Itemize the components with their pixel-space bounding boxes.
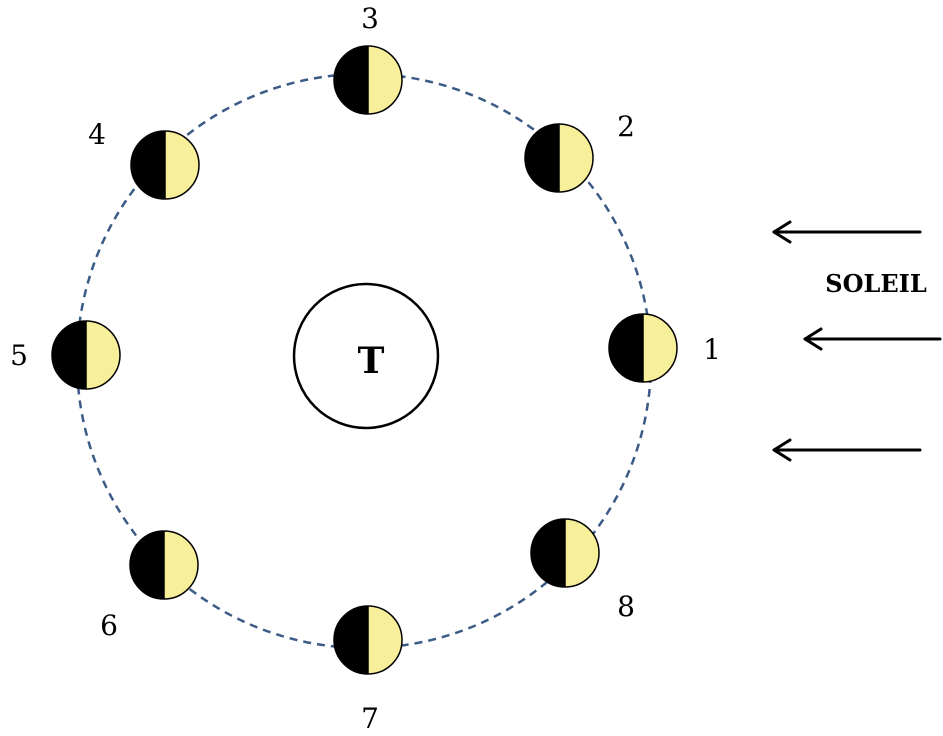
earth: T bbox=[292, 282, 440, 430]
moon-5-label: 5 bbox=[10, 339, 28, 372]
sunlight-arrow-bottom bbox=[772, 438, 922, 462]
moon-7-dark-half bbox=[334, 606, 368, 674]
moon-3-lit-half bbox=[368, 46, 402, 114]
moon-7-label: 7 bbox=[361, 702, 379, 735]
moon-1-label: 1 bbox=[703, 333, 721, 366]
moon-2 bbox=[524, 123, 594, 193]
earth-label: T bbox=[358, 340, 385, 382]
moon-8-label: 8 bbox=[617, 590, 635, 623]
sunlight-arrow-middle bbox=[803, 327, 942, 351]
moon-4-label: 4 bbox=[88, 118, 106, 151]
moon-3-label: 3 bbox=[361, 2, 379, 35]
moon-2-label: 2 bbox=[617, 110, 635, 143]
moon-7-lit-half bbox=[368, 606, 402, 674]
moon-8-lit-half bbox=[565, 519, 599, 587]
moon-5-lit-half bbox=[86, 321, 120, 389]
moon-4-dark-half bbox=[131, 131, 165, 199]
moon-7 bbox=[333, 605, 403, 675]
sun-label: SOLEIL bbox=[825, 269, 927, 298]
moon-1-lit-half bbox=[643, 314, 677, 382]
moon-6-label: 6 bbox=[100, 609, 118, 642]
moon-6-dark-half bbox=[130, 531, 164, 599]
moon-5 bbox=[51, 320, 121, 390]
moon-4 bbox=[130, 130, 200, 200]
moon-1-dark-half bbox=[609, 314, 643, 382]
moon-2-dark-half bbox=[525, 124, 559, 192]
moon-8-dark-half bbox=[531, 519, 565, 587]
moon-1 bbox=[608, 313, 678, 383]
earth-circle bbox=[292, 282, 440, 430]
moon-6 bbox=[129, 530, 199, 600]
moon-3-dark-half bbox=[334, 46, 368, 114]
moon-2-lit-half bbox=[559, 124, 593, 192]
moon-4-lit-half bbox=[165, 131, 199, 199]
moon-5-dark-half bbox=[52, 321, 86, 389]
moon-3 bbox=[333, 45, 403, 115]
sunlight-arrow-top bbox=[772, 220, 922, 244]
moon-6-lit-half bbox=[164, 531, 198, 599]
moon-8 bbox=[530, 518, 600, 588]
